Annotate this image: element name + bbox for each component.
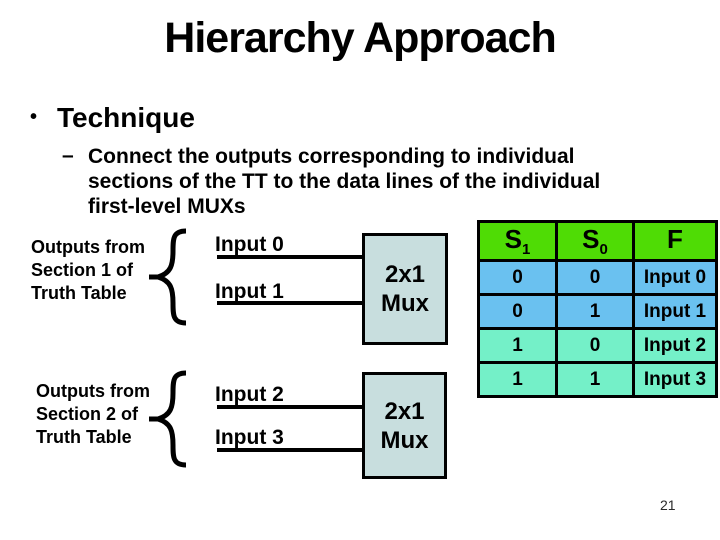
sub-bullet-line-2: sections of the TT to the data lines of … [88,170,601,193]
cell-s1: 0 [477,259,558,296]
sub-bullet-dash: – [62,144,74,167]
mux-2-box: 2x1 Mux [362,372,447,479]
sub-bullet-line-1: Connect the outputs corresponding to ind… [88,145,575,168]
section-1-label-line-1: Outputs from [31,237,145,257]
curly-brace-section-2 [149,370,187,468]
mux-2-label-line-1: 2x1 [384,397,425,425]
mux-2-label-line-2: Mux [380,426,429,454]
input-2-label: Input 2 [215,383,284,406]
truth-table: S1 S0 F 0 0 Input 0 0 1 Input 1 1 0 Inpu… [477,220,718,398]
input-0-wire [217,255,362,259]
header-f: F [632,220,718,262]
cell-s1: 0 [477,293,558,330]
section-1-label-line-3: Truth Table [31,283,127,303]
input-2-wire [217,405,363,409]
cell-f: Input 2 [632,327,718,364]
mux-1-label-line-1: 2x1 [384,261,426,288]
cell-s0: 0 [555,327,635,364]
section-2-label-line-2: Section 2 of [36,404,139,424]
table-row: 1 1 Input 3 [477,361,718,398]
header-s0: S0 [555,220,635,262]
curly-brace-section-1 [149,228,187,326]
sub-bullet-line-3: first-level MUXs [88,195,246,218]
cell-s0: 1 [555,293,635,330]
cell-s1: 1 [477,327,558,364]
section-1-label: Outputs from Section 1 of Truth Table [31,236,181,305]
cell-f: Input 3 [632,361,718,398]
input-1-label: Input 1 [215,280,284,303]
section-1-label-line-2: Section 1 of [31,260,134,280]
page-number: 21 [660,497,676,513]
table-row: 0 1 Input 1 [477,293,718,330]
cell-s1: 1 [477,361,558,398]
page-title: Hierarchy Approach [164,14,556,62]
table-row: 1 0 Input 2 [477,327,718,364]
header-s1: S1 [477,220,558,262]
input-1-wire [217,301,362,305]
truth-table-header-row: S1 S0 F [477,220,718,262]
table-row: 0 0 Input 0 [477,259,718,296]
cell-f: Input 0 [632,259,718,296]
bullet-marker: • [30,106,38,128]
input-3-label: Input 3 [215,426,284,449]
mux-1-label-line-2: Mux [381,290,429,317]
section-2-label: Outputs from Section 2 of Truth Table [36,380,186,449]
mux-1-box: 2x1 Mux [362,233,448,345]
cell-s0: 1 [555,361,635,398]
section-2-label-line-3: Truth Table [36,427,132,447]
cell-s0: 0 [555,259,635,296]
bullet-technique: Technique [57,102,195,133]
section-2-label-line-1: Outputs from [36,381,150,401]
input-0-label: Input 0 [215,233,284,256]
cell-f: Input 1 [632,293,718,330]
sub-bullet-text: Connect the outputs corresponding to ind… [88,144,648,219]
input-3-wire [217,448,363,452]
